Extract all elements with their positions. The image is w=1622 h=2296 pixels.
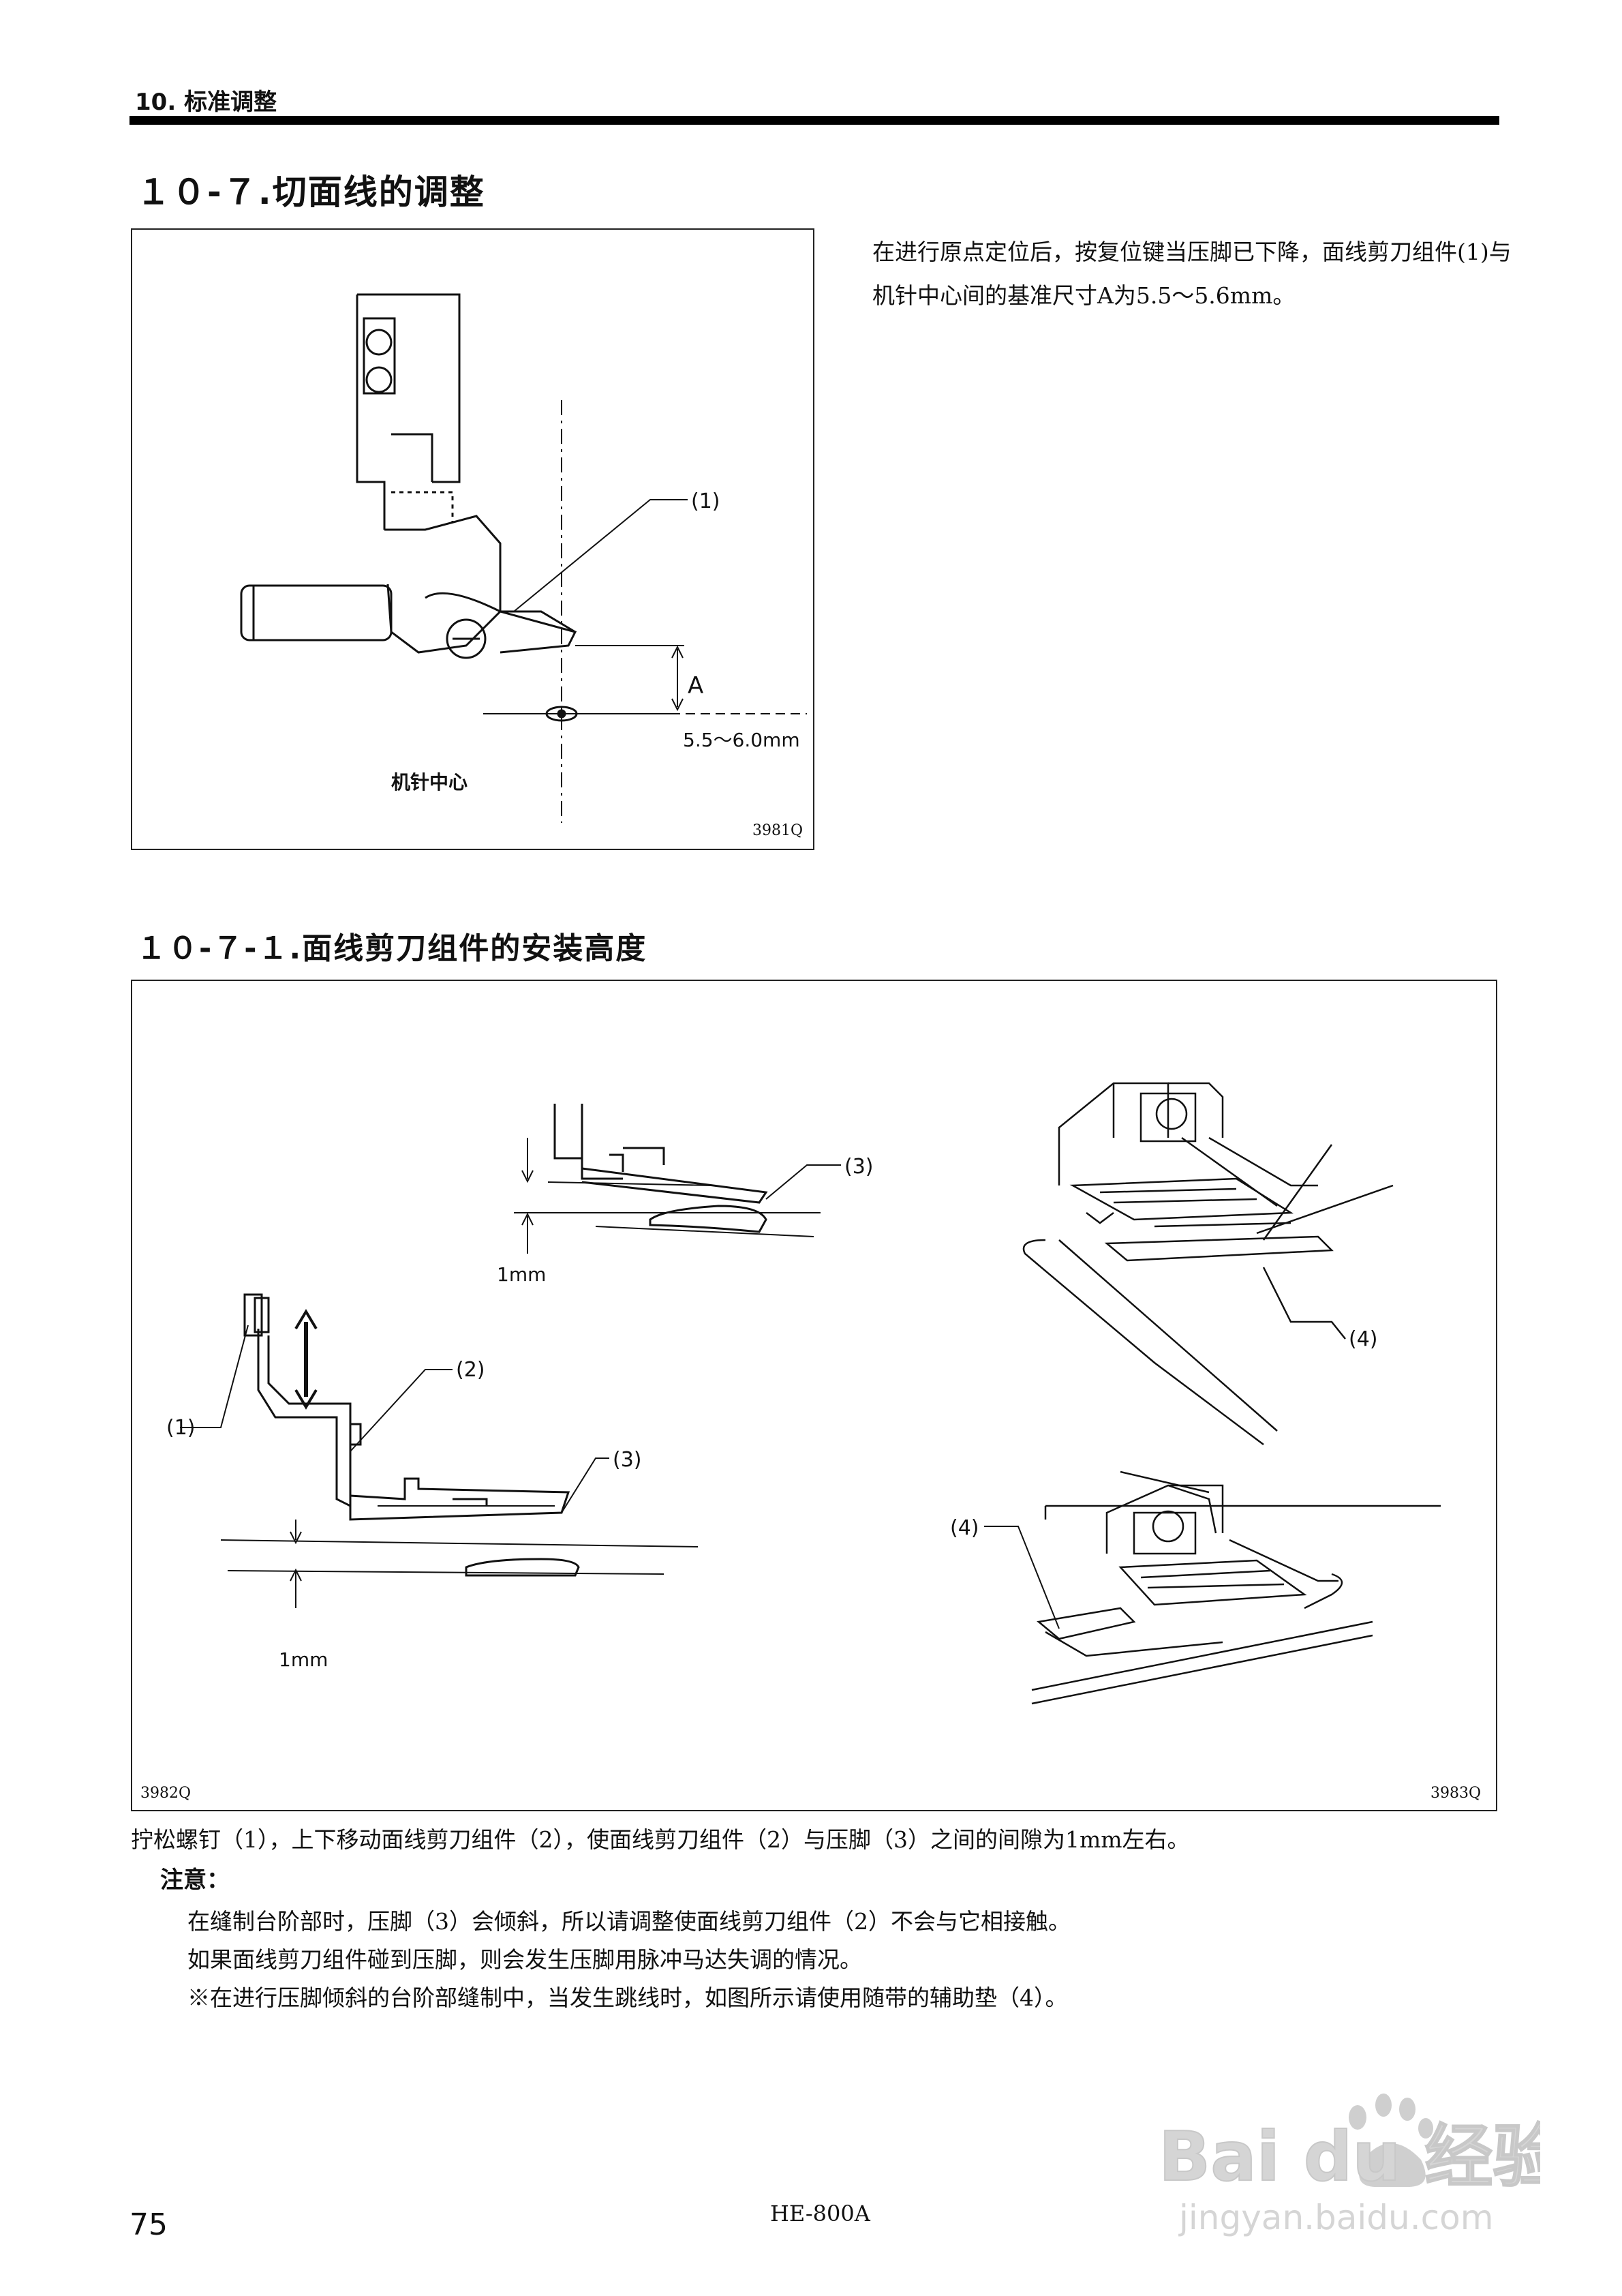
callout-4-top: (4): [1349, 1327, 1378, 1351]
bracket-screw-bottom: [1152, 1510, 1184, 1543]
section-title: １０-７.切面线的调整: [136, 172, 485, 212]
detail-right-bottom: (4): [950, 1470, 1441, 1705]
figure-1-frame: (1) A 5.5～6.0mm 机针中心 3981Q: [131, 228, 814, 850]
detail-right-top: (4): [1022, 1082, 1394, 1445]
bracket-screw-top: [1155, 1098, 1188, 1130]
cutter-screw: [446, 618, 487, 659]
header-section-label: 10. 标准调整: [135, 89, 277, 116]
callout-3-bottom: (3): [613, 1448, 642, 1472]
model-number: HE-800A: [770, 2201, 870, 2226]
callout-4-bottom: (4): [950, 1516, 979, 1540]
baidu-logo: Bai du 经验 jingyan.baidu.com: [1158, 2094, 1561, 2237]
figure-1-code: 3981Q: [752, 822, 803, 839]
note-line-1: 在缝制台阶部时，压脚（3）会倾斜，所以请调整使面线剪刀组件（2）不会与它相接触。: [187, 1908, 1071, 1935]
dimension-value: 5.5～6.0mm: [683, 729, 800, 751]
figure-2-code-left: 3982Q: [140, 1785, 191, 1802]
gap-label-bottom: 1mm: [279, 1648, 328, 1671]
section-description: 在进行原点定位后，按复位键当压脚已下降，面线剪刀组件(1)与机针中心间的基准尺寸…: [872, 239, 1512, 309]
baidu-watermark: Bai du 经验 jingyan.baidu.com: [1158, 2085, 1561, 2244]
figure-2-code-right: 3983Q: [1430, 1785, 1481, 1802]
callout-1: (1): [691, 489, 720, 513]
page-number: 75: [129, 2207, 168, 2242]
screw-lower: [365, 366, 393, 393]
watermark-url: jingyan.baidu.com: [1178, 2198, 1493, 2237]
subsection-title: １０-７-１.面线剪刀组件的安装高度: [136, 931, 647, 966]
header-rule: [129, 116, 1499, 125]
presser-foot-diagram: (1) A 5.5～6.0mm 机针中心 3981Q: [240, 293, 807, 839]
note-line-2: 如果面线剪刀组件碰到压脚，则会发生压脚用脉冲马达失调的情况。: [187, 1946, 862, 1973]
dimension-a-label: A: [688, 672, 703, 699]
needle-center-label: 机针中心: [391, 771, 468, 794]
detail-top-center: (3) 1mm: [497, 1104, 874, 1286]
callout-1-bottom: (1): [166, 1416, 196, 1440]
watermark-brand: Bai du 经验: [1159, 2117, 1540, 2196]
instruction-main: 拧松螺钉（1），上下移动面线剪刀组件（2），使面线剪刀组件（2）与压脚（3）之间…: [131, 1826, 1190, 1853]
cutter-height-diagram: (3) 1mm (1): [140, 1082, 1481, 1802]
note-line-3: ※在进行压脚倾斜的台阶部缝制中，当发生跳线时，如图所示请使用随带的辅助垫（4）。: [187, 1984, 1068, 2011]
callout-2-bottom: (2): [456, 1358, 485, 1382]
detail-bottom-left: (1) (2) (3) 1mm: [166, 1293, 699, 1671]
screw-upper: [365, 329, 393, 356]
note-label: 注意：: [160, 1867, 230, 1894]
gap-label-top: 1mm: [497, 1263, 546, 1286]
callout-3-top: (3): [844, 1155, 874, 1179]
figure-2-frame: (3) 1mm (1): [131, 980, 1497, 1811]
